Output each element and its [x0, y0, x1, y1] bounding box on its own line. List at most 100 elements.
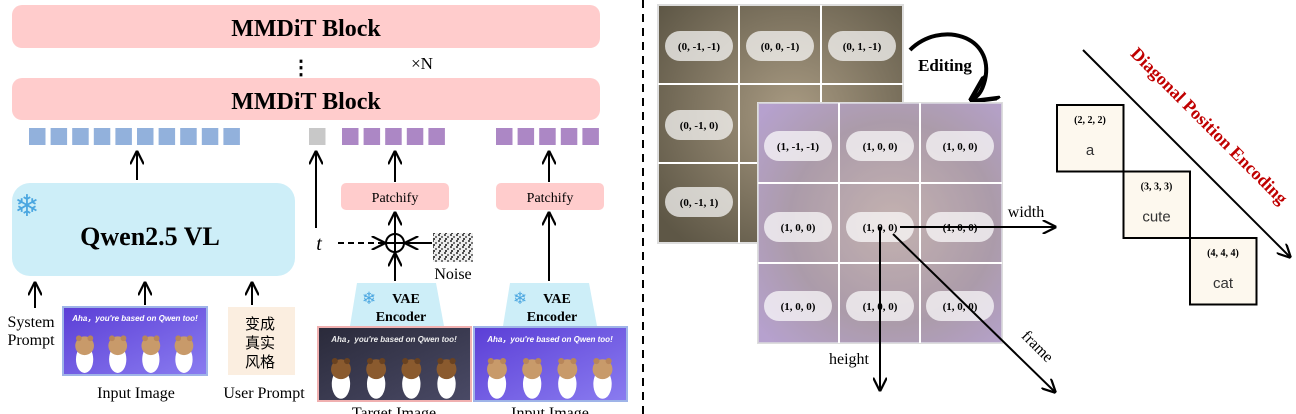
svg-text:Aha，you're based on Qwen too!: Aha，you're based on Qwen too! [486, 335, 613, 344]
text-token-box [1189, 237, 1258, 306]
user-prompt-line-2: 真实 [245, 334, 275, 352]
target-image-token [406, 128, 424, 145]
input-image-token [560, 128, 578, 145]
axis-height-label: height [829, 351, 870, 368]
text-token-position: (2, 2, 2) [1074, 115, 1106, 126]
input-image-token [539, 128, 556, 145]
svg-text:Aha，you're based on Qwen too!: Aha，you're based on Qwen too! [330, 335, 457, 344]
text-token [158, 128, 176, 145]
text-token-box [1056, 104, 1125, 173]
edited-position-label-pill [846, 131, 914, 161]
edited-position-label-pill [764, 212, 832, 242]
target-image-token [363, 128, 381, 145]
edited-position-label: (1, 0, 0) [781, 301, 816, 313]
source-position-label: (0, 0, -1) [761, 41, 800, 53]
target-image-token [428, 128, 445, 145]
target-image-token [385, 128, 402, 145]
edited-position-label-pill [926, 131, 994, 161]
edited-position-label: (1, 0, 0) [943, 301, 978, 313]
repeat-ellipsis: ⋮ [291, 57, 311, 79]
target-image-caption: Target Image [352, 405, 436, 414]
svg-text:Aha，you're based on Qwen too!: Aha，you're based on Qwen too! [71, 314, 198, 323]
vae-encoder-target [350, 283, 444, 326]
text-token [137, 128, 154, 145]
text-token-word: cute [1142, 209, 1170, 226]
text-token-box [1122, 170, 1191, 239]
timestep-label: t [316, 233, 322, 255]
mmdit-block-top [12, 5, 600, 48]
target-image-token [342, 128, 359, 145]
system-prompt-label-2: Prompt [7, 332, 55, 349]
source-position-label-pill [746, 31, 814, 61]
vae-encoder-input [503, 283, 597, 326]
token-sequence [29, 128, 599, 145]
noise-image [433, 233, 473, 262]
input-image-right-caption: Input Image [511, 405, 589, 414]
text-token [180, 128, 197, 145]
text-token [72, 128, 89, 145]
editing-label: Editing [918, 56, 972, 75]
axis-width-label: width [1008, 204, 1044, 221]
axes [880, 227, 1055, 392]
text-token-boxes: (2, 2, 2) a (3, 3, 3) cute (4, 4, 4) cat [1056, 104, 1258, 306]
user-prompt-box [228, 307, 295, 375]
text-token [223, 128, 240, 145]
edited-position-label: (1, -1, -1) [777, 141, 819, 153]
qwen-vl-label: Qwen2.5 VL [80, 222, 220, 251]
diagonal-arrow [1082, 49, 1290, 257]
input-image-token [582, 128, 599, 145]
source-position-label-pill [665, 110, 733, 140]
source-position-label: (0, -1, -1) [678, 41, 720, 53]
input-image-token [496, 128, 513, 145]
noise-label: Noise [434, 266, 471, 283]
timestep-token [309, 128, 326, 145]
snowflake-icon: ❄ [513, 289, 527, 308]
patchify-box-input [496, 183, 604, 210]
user-prompt-caption: User Prompt [223, 385, 305, 402]
text-token [93, 128, 111, 145]
patchify-label-target: Patchify [372, 191, 419, 206]
input-image-token [517, 128, 535, 145]
system-prompt-label: System [7, 314, 55, 331]
vae-label-target: VAE [392, 292, 420, 307]
text-token-word: cat [1213, 275, 1234, 292]
input-image-right: Aha，you're based on Qwen too! [473, 326, 628, 402]
qwen-vl-box [12, 183, 295, 276]
snowflake-icon: ❄ [14, 190, 39, 223]
user-prompt-line-3: 风格 [245, 354, 275, 371]
edited-position-label: (1, 0, 0) [943, 141, 978, 153]
vae-label-input: VAE [543, 292, 571, 307]
source-position-label: (0, -1, 1) [680, 197, 719, 209]
edited-position-label-pill [926, 291, 994, 321]
add-noise-icon [385, 233, 405, 253]
edited-position-label: (1, 0, 0) [781, 222, 816, 234]
patchify-label-input: Patchify [527, 191, 574, 206]
input-image-caption: Input Image [97, 385, 175, 402]
mmdit-block-bottom-label: MMDiT Block [231, 89, 381, 115]
source-position-label-pill [665, 187, 733, 217]
repeat-label: ×N [411, 54, 433, 73]
vae-label-input-2: Encoder [527, 310, 578, 325]
source-position-label: (0, -1, 0) [680, 120, 719, 132]
mmdit-block-top-label: MMDiT Block [231, 16, 381, 42]
vae-label-target-2: Encoder [376, 310, 427, 325]
edited-position-label: (1, 0, 0) [863, 141, 898, 153]
editing-arrow [908, 32, 986, 100]
text-token [29, 128, 46, 145]
edited-position-label-pill [764, 131, 832, 161]
text-token-word: a [1086, 142, 1095, 159]
source-position-label: (0, 1, -1) [843, 41, 882, 53]
input-image-left: Aha，you're based on Qwen too! [62, 306, 208, 376]
mmdit-block-bottom [12, 78, 600, 120]
source-position-label-pill [665, 31, 733, 61]
token-arrows [137, 152, 549, 228]
text-token-position: (3, 3, 3) [1141, 182, 1173, 193]
text-token-position: (4, 4, 4) [1207, 248, 1239, 259]
text-token [115, 128, 132, 145]
user-prompt-line-1: 变成 [245, 316, 275, 333]
text-token [50, 128, 68, 145]
text-token [201, 128, 219, 145]
snowflake-icon: ❄ [362, 289, 376, 308]
source-position-label-pill [828, 31, 896, 61]
